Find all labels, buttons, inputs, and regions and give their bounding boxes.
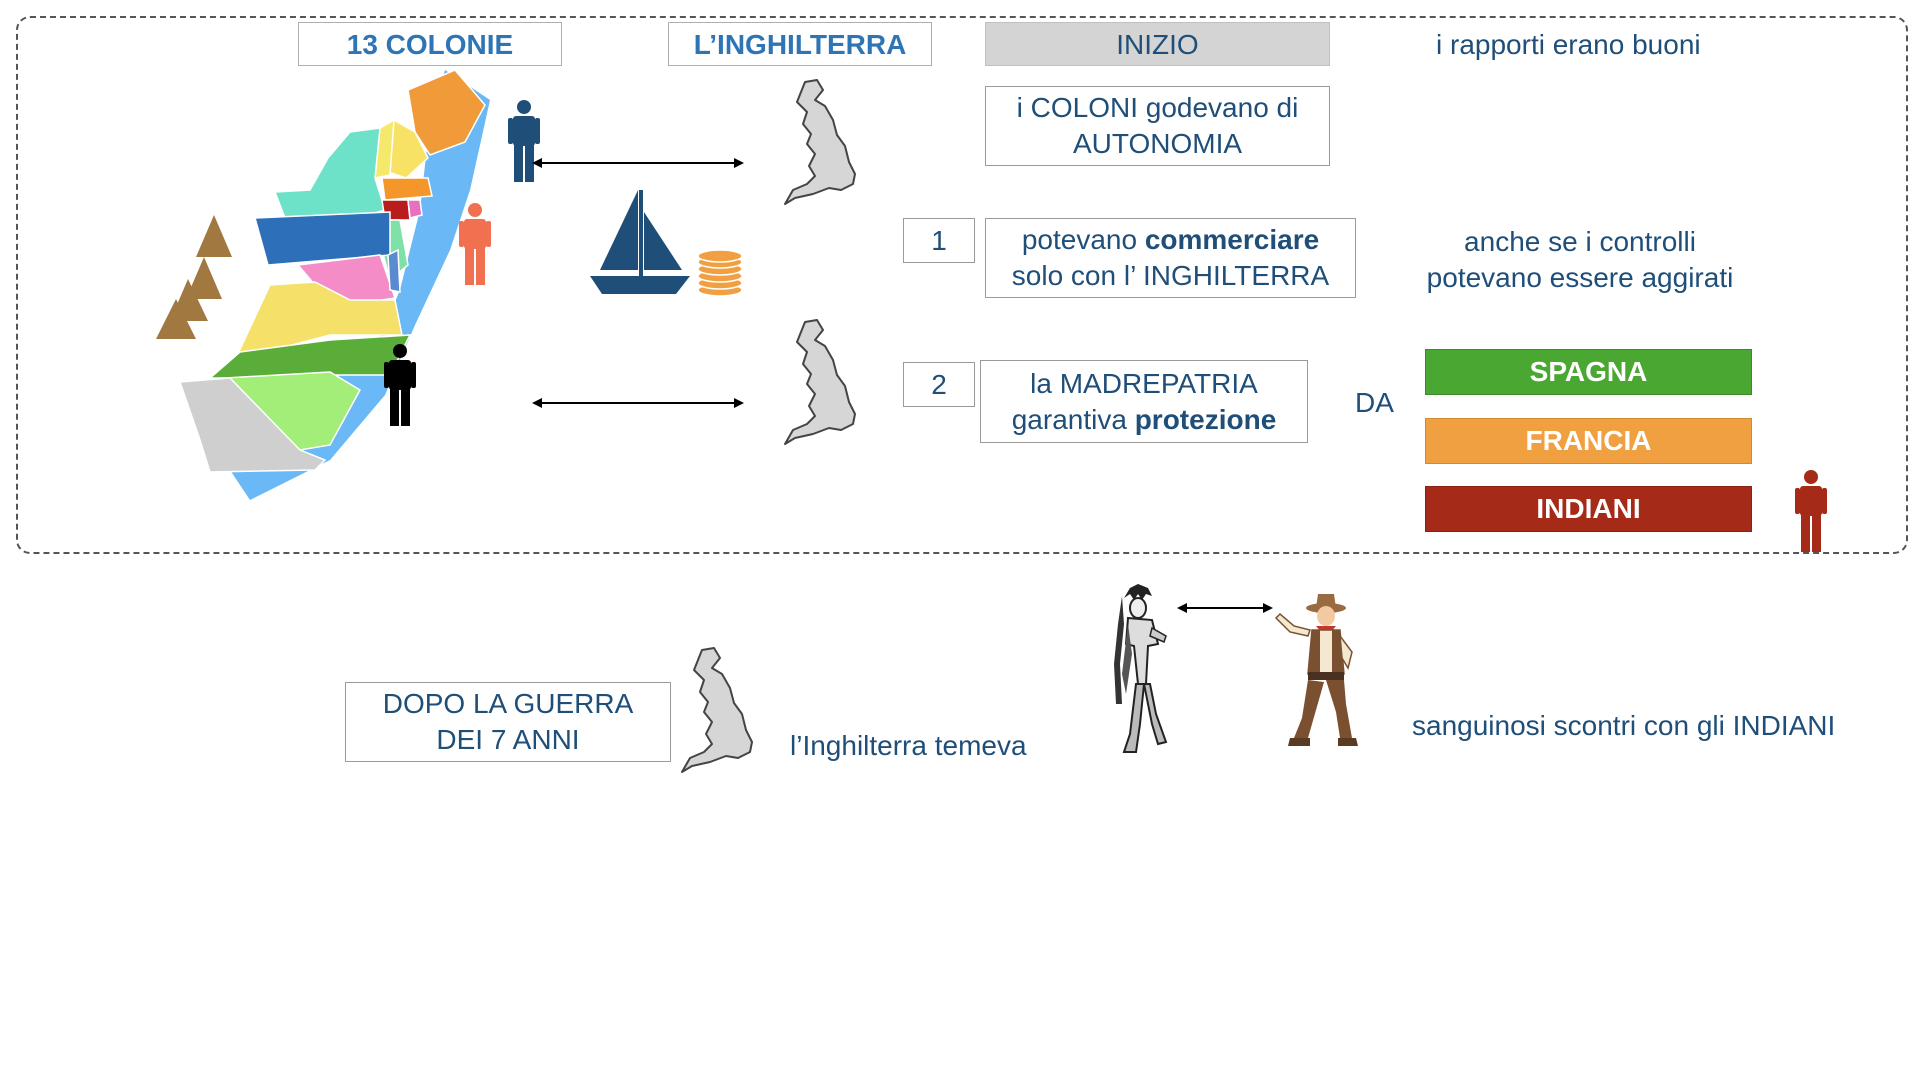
trade-line1: potevano commerciare: [1021, 224, 1320, 255]
after-war-box: DOPO LA GUERRA DEI 7 ANNI: [345, 682, 671, 762]
colonies-map-icon: [178, 69, 490, 500]
threat-spain-bar: SPAGNA: [1425, 349, 1752, 395]
double-arrow-icon: [532, 398, 744, 408]
coins-icon: [697, 249, 743, 297]
clashes-text: sanguinosi scontri con gli INDIANI: [1412, 710, 1836, 741]
england-feared-text: l’Inghilterra temeva: [790, 730, 1027, 761]
protection-line2: garantiva protezione: [1011, 403, 1277, 435]
great-britain-map-icon: [784, 79, 856, 205]
native-chief-icon: [1114, 584, 1168, 753]
header-england: L’INGHILTERRA: [668, 22, 932, 66]
da-label: DA: [1355, 387, 1394, 418]
double-arrow-icon: [532, 158, 744, 168]
protection-box: la MADREPATRIA garantiva protezione: [980, 360, 1308, 443]
autonomy-line1: i COLONI godevano di: [1016, 92, 1299, 123]
header-start: INIZIO: [985, 22, 1330, 66]
protection-line1: la MADREPATRIA: [1030, 367, 1258, 399]
great-britain-map-icon: [681, 647, 753, 773]
header-13-colonies: 13 COLONIE: [298, 22, 562, 66]
point-1-number: 1: [903, 218, 975, 263]
after-war-line2: DEI 7 ANNI: [436, 724, 580, 755]
colonist-salmon-icon: [459, 203, 491, 285]
colonist-black-icon: [384, 344, 416, 426]
threat-france-bar: FRANCIA: [1425, 418, 1752, 464]
content-frame: [16, 16, 1908, 554]
after-war-line1: DOPO LA GUERRA: [382, 688, 634, 719]
mountains-icon: [156, 215, 232, 339]
great-britain-map-icon: [784, 319, 856, 445]
cowboy-icon: [1274, 594, 1358, 746]
threat-indians-bar: INDIANI: [1425, 486, 1752, 532]
native-figure-red-icon: [1795, 470, 1827, 552]
autonomy-box: i COLONI godevano di AUTONOMIA: [985, 86, 1330, 166]
trade-line2: solo con l’ INGHILTERRA: [1011, 260, 1330, 291]
colonist-blue-icon: [508, 100, 540, 182]
point-2-number: 2: [903, 362, 975, 407]
relations-text: i rapporti erano buoni: [1436, 29, 1701, 60]
autonomy-line2: AUTONOMIA: [1072, 128, 1243, 159]
double-arrow-icon: [1177, 603, 1273, 613]
trade-box: potevano commerciare solo con l’ INGHILT…: [985, 218, 1356, 298]
controls-text: anche se i controlli potevano essere agg…: [1426, 226, 1734, 293]
sailboat-icon: [590, 190, 690, 294]
